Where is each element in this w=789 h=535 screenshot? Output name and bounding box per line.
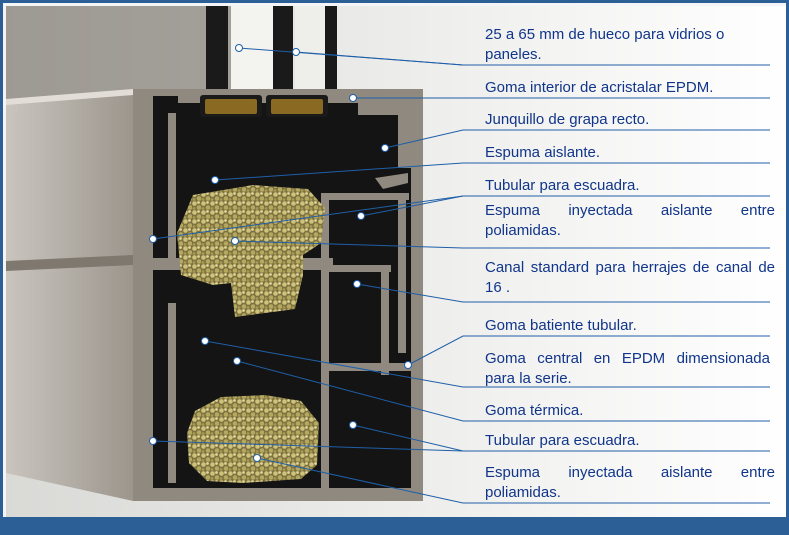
profile-side-faces [6,89,133,501]
marker-dot [349,421,357,429]
marker-dot [349,94,357,102]
glazing-gaskets [200,95,328,117]
marker-dot [357,212,365,220]
label-espuma-inyectada-1: Espuma inyectada aislante entre poliamid… [485,202,775,239]
foam-lower [187,395,319,483]
leader-lines [152,47,770,504]
label-goma-central: Goma central en EPDM dimensionada para l… [485,350,770,387]
marker-dot [235,44,243,52]
marker-dot [353,280,361,288]
glass-panes [206,6,337,96]
marker-dot [211,176,219,184]
marker-dot [253,454,261,462]
label-canal: Canal standard para herrajes de canal de… [485,259,775,296]
marker-dot [233,357,241,365]
callout-markers [149,44,412,462]
marker-dot [292,48,300,56]
label-tubular-2: Tubular para escuadra. [485,432,640,449]
marker-dot [381,144,389,152]
label-espuma-aislante: Espuma aislante. [485,144,601,161]
label-junquillo: Junquillo de grapa recto. [485,111,650,128]
label-goma-acristalar: Goma interior de acristalar EPDM. [485,79,714,96]
bottom-bar [3,517,786,532]
label-hueco: 25 a 65 mm de hueco para vidrios o panel… [485,26,725,63]
label-espuma-inyectada-2: Espuma inyectada aislante entre poliamid… [485,464,775,501]
label-goma-termica: Goma térmica. [485,402,584,419]
label-tubular-1: Tubular para escuadra. [485,177,640,194]
foam-upper [177,185,325,317]
marker-dot [201,337,209,345]
marker-dot [404,361,412,369]
window-profile-illustration [6,6,786,517]
marker-dot [149,437,157,445]
marker-dot [231,237,239,245]
marker-dot [149,235,157,243]
label-goma-batiente: Goma batiente tubular. [485,317,637,334]
